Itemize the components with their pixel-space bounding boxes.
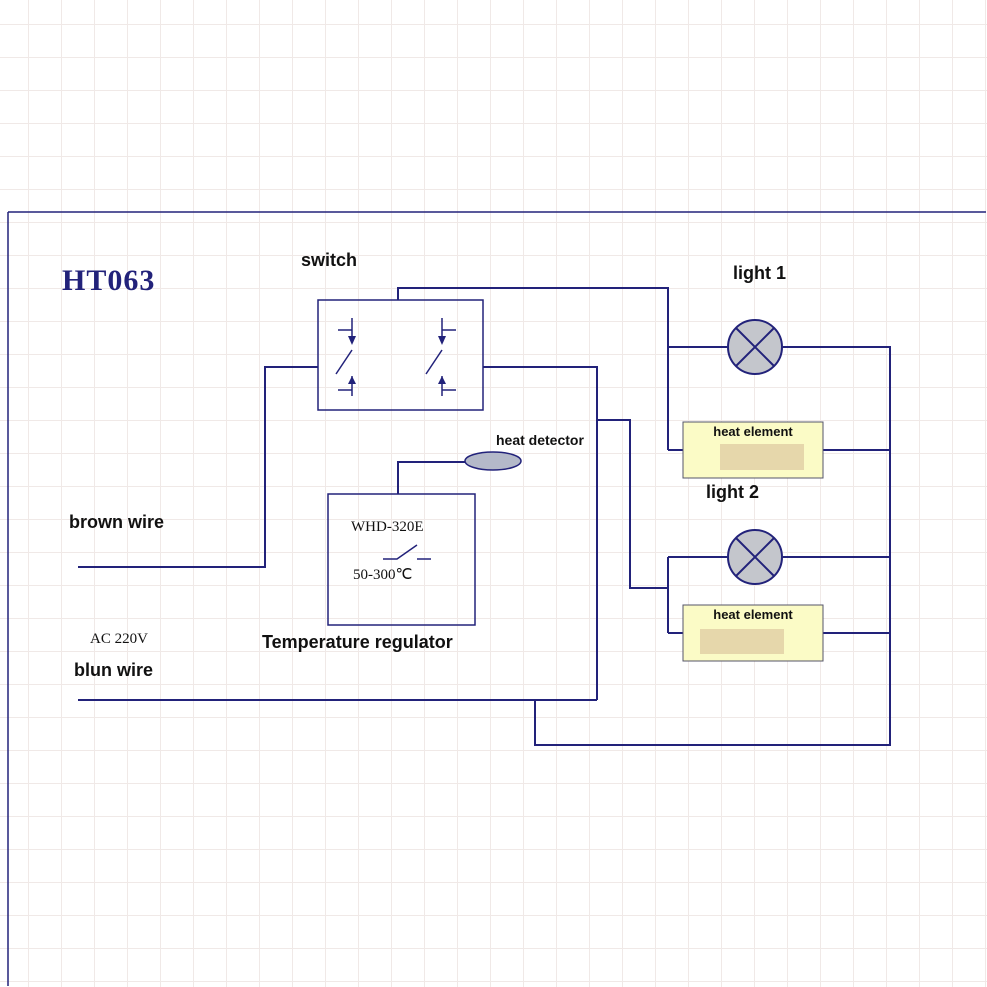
temperature-regulator-box <box>327 493 476 626</box>
lamp-1-icon <box>727 319 783 375</box>
heat-element-1-box <box>682 421 824 479</box>
heat-element1-label: heat element <box>713 424 793 439</box>
brown-wire-label: brown wire <box>69 512 165 532</box>
wires <box>78 287 891 746</box>
frame-lines <box>7 211 986 986</box>
switch-label: switch <box>301 250 358 270</box>
regulator-switch-symbol <box>383 544 431 560</box>
lamp-2-icon <box>727 529 783 585</box>
heat-detector-icon <box>464 451 522 471</box>
heat-detector-label: heat detector <box>496 432 584 448</box>
temperature-regulator-label: Temperature regulator <box>262 632 453 652</box>
heat-element-2-box <box>682 604 824 662</box>
switch-box <box>317 299 484 411</box>
diagram-title: HT063 <box>62 264 156 297</box>
regulator-range-label: 50-300℃ <box>353 567 413 583</box>
ac-voltage-label: AC 220V <box>90 631 148 647</box>
switch-pole-left <box>335 318 356 396</box>
switch-pole-right <box>425 318 456 396</box>
regulator-model-label: WHD-320E <box>351 519 424 535</box>
light2-label: light 2 <box>706 482 759 502</box>
blue-wire-label: blun wire <box>74 660 154 680</box>
heat-element2-label: heat element <box>713 607 793 622</box>
light1-label: light 1 <box>733 263 786 283</box>
